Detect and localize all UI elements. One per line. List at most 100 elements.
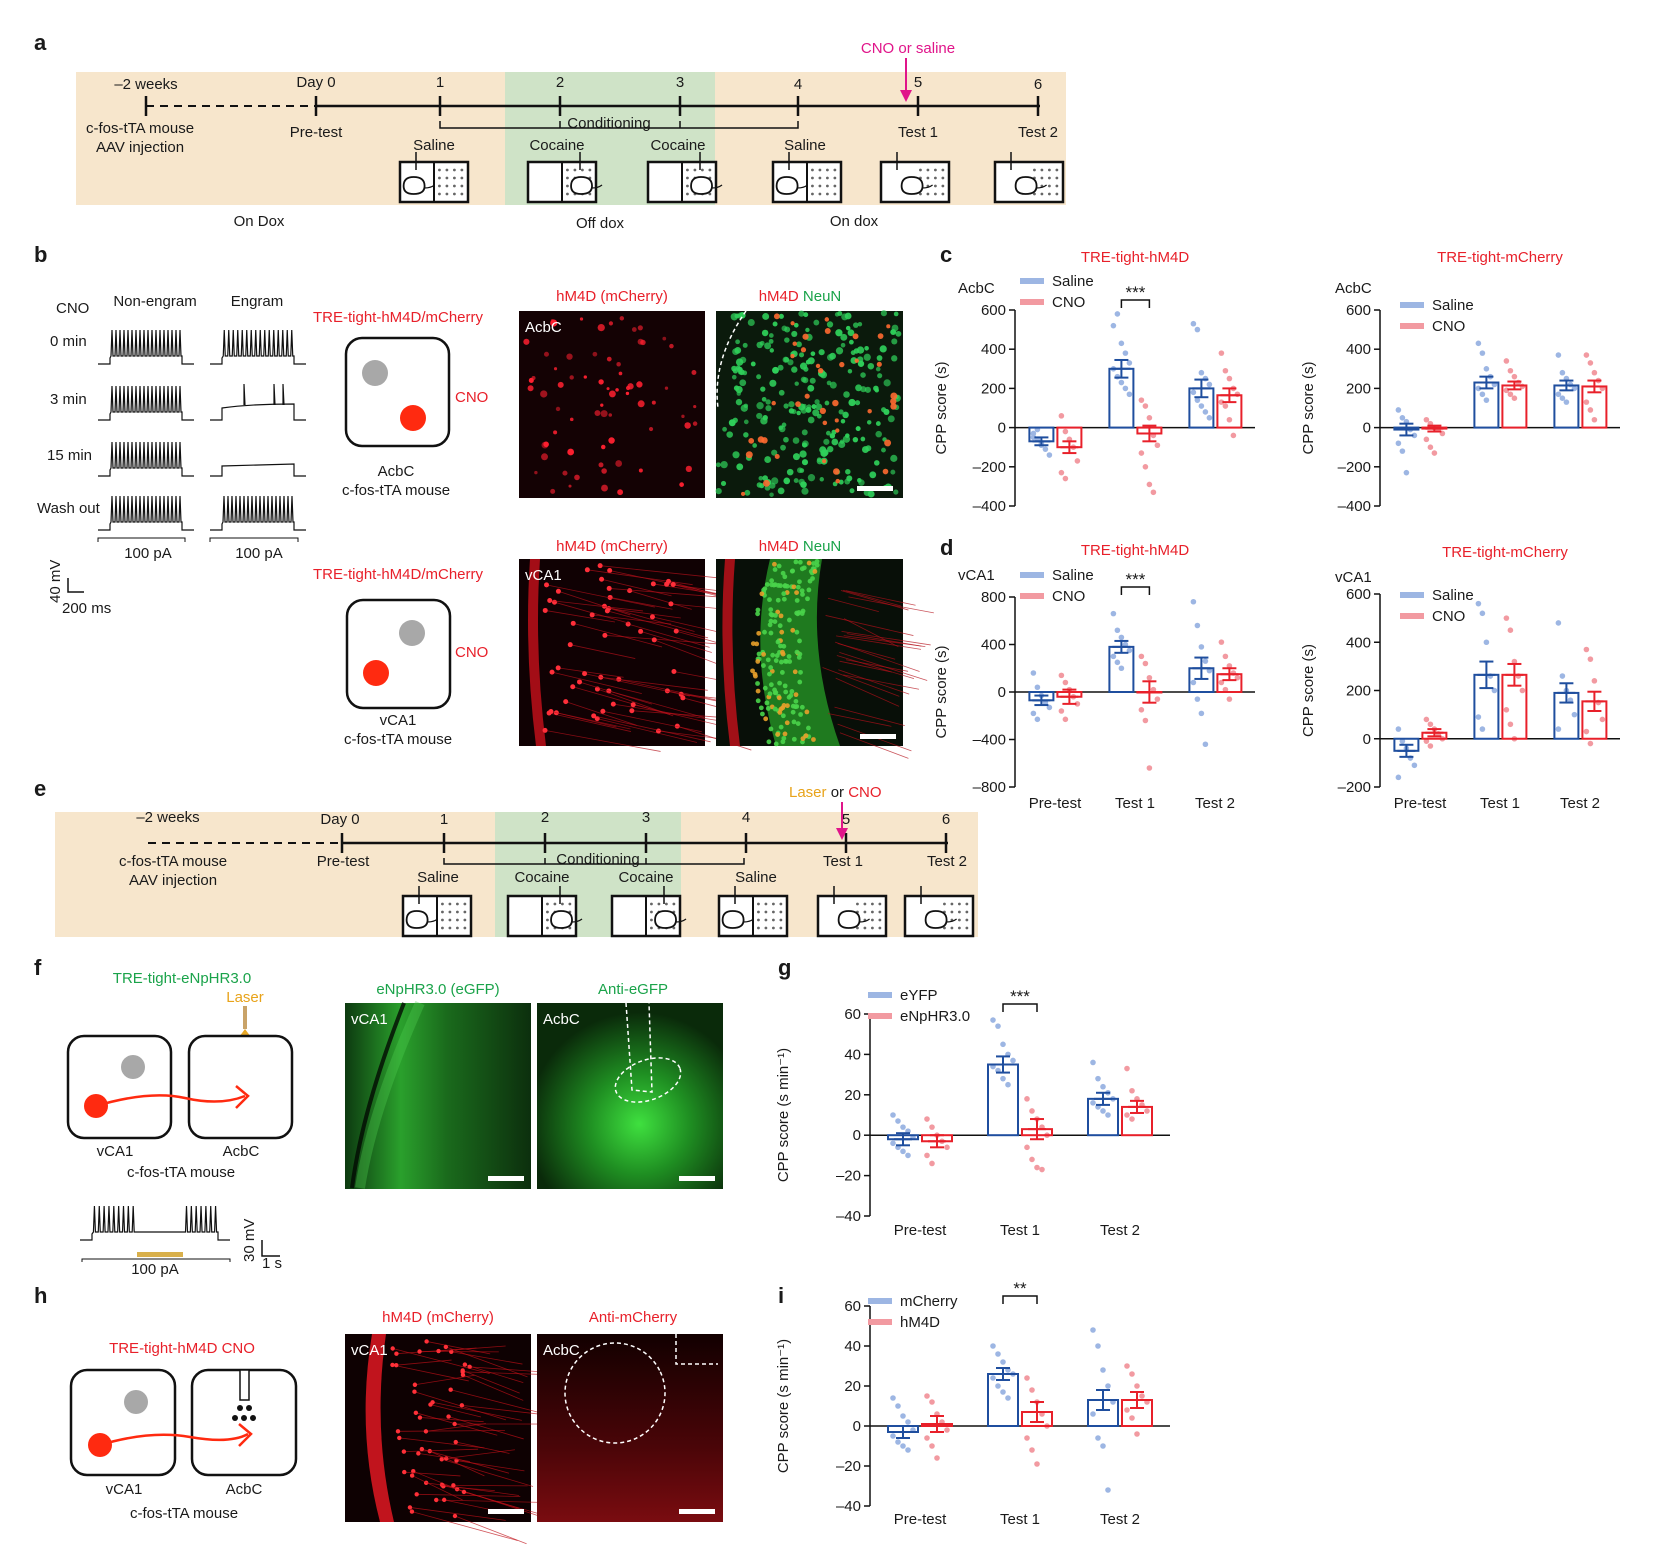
mouse-icon [654, 910, 677, 929]
data-point [1146, 765, 1153, 771]
cell [569, 375, 574, 380]
pattern-dot [965, 910, 969, 914]
data-point [1110, 322, 1117, 329]
cell [773, 658, 779, 663]
cell [840, 419, 846, 424]
data-point [944, 1144, 950, 1151]
category-label: Pre-test [894, 1222, 947, 1239]
dendrite [550, 711, 631, 730]
data-point [929, 1443, 935, 1449]
pattern-dot [453, 184, 456, 188]
cell [601, 444, 606, 450]
pattern-dot [818, 176, 822, 180]
data-point [1138, 653, 1145, 660]
cell [567, 448, 575, 456]
image-title: Anti-mCherry [589, 1309, 678, 1326]
cell [875, 421, 881, 427]
red-region [400, 405, 426, 431]
trace-line [210, 495, 306, 531]
image-title: Anti-eGFP [598, 981, 668, 998]
y-tick-label: 400 [981, 637, 1006, 654]
cell [668, 601, 674, 607]
cell [877, 333, 884, 340]
cell [627, 588, 633, 594]
dendrite [822, 667, 900, 697]
cell [850, 350, 856, 356]
spike [282, 383, 285, 406]
y-axis-label: CPP score (s) [933, 361, 950, 454]
cell [794, 381, 799, 386]
dendrite [397, 1430, 505, 1432]
data-point [1029, 1108, 1035, 1114]
data-point [1122, 385, 1129, 392]
cell [744, 489, 751, 496]
image-title: hM4D NeuN [759, 538, 842, 555]
mouse-tail [1036, 184, 1047, 189]
projection [99, 1432, 249, 1447]
cell [750, 668, 755, 674]
data-point [1005, 1081, 1011, 1088]
mouse-icon [690, 176, 713, 195]
mouse-icon [550, 910, 573, 929]
dendrite [613, 703, 726, 723]
cell [848, 339, 854, 345]
dendrite [565, 701, 637, 726]
cell [589, 612, 595, 618]
cell [761, 329, 769, 337]
pattern-dot [757, 918, 760, 922]
dendrite [451, 1351, 523, 1365]
pattern-dot [438, 192, 441, 196]
y-tick-label: –40 [836, 1208, 861, 1225]
cell [824, 317, 830, 322]
legend-label: hM4D [900, 1314, 940, 1331]
pattern-dot [693, 168, 697, 172]
data-point [924, 1435, 930, 1441]
cell [436, 1348, 441, 1354]
dendrite [549, 712, 632, 732]
data-point [1423, 716, 1430, 723]
cell [876, 361, 882, 367]
data-point [1024, 1144, 1030, 1151]
cell [856, 346, 865, 354]
data-point [1194, 326, 1201, 333]
cell [811, 737, 816, 742]
cell [767, 671, 772, 677]
pattern-dot [950, 926, 954, 930]
neun-word: NeuN [803, 288, 841, 305]
cell [813, 319, 820, 326]
pattern-dot [958, 918, 961, 922]
cell [891, 338, 898, 345]
cell [597, 563, 603, 569]
caption: vCA1 [380, 712, 417, 729]
cell [550, 488, 556, 494]
cell [772, 366, 779, 374]
time-label: 3 min [50, 391, 87, 408]
cell [740, 404, 748, 412]
data-point [1198, 644, 1205, 650]
pattern-dot [456, 902, 459, 906]
cell [791, 330, 798, 337]
cell [822, 459, 827, 464]
dendrite [416, 1493, 521, 1497]
injection-label: c-fos-tTA mouse [86, 120, 194, 137]
data-point [1198, 369, 1205, 376]
mouse-tail [424, 184, 435, 189]
cell [443, 1344, 449, 1350]
data-point [995, 1351, 1001, 1357]
dendrite [426, 1482, 519, 1496]
pattern-dot [934, 168, 937, 172]
y-tick-label: 200 [1346, 380, 1371, 397]
data-point [1100, 1108, 1106, 1114]
data-point [1122, 350, 1129, 356]
cell [790, 703, 796, 709]
caption: c-fos-tTA mouse [342, 482, 450, 499]
cell [867, 362, 875, 370]
legend-swatch [868, 992, 892, 998]
bar [987, 1063, 1019, 1137]
or-word: or [831, 784, 844, 801]
pattern-dot [1048, 176, 1051, 180]
cell [669, 343, 674, 349]
data-point [1475, 385, 1482, 392]
cell [790, 568, 796, 574]
significance-bracket [1120, 586, 1151, 595]
